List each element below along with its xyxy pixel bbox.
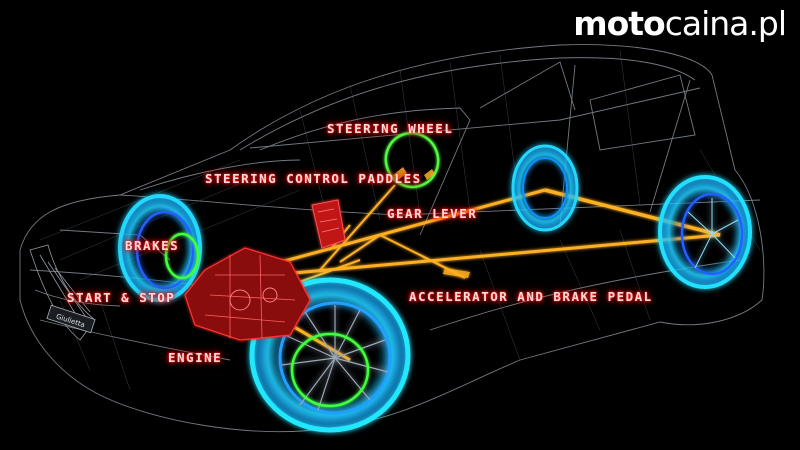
label-steering-wheel: STEERING WHEEL bbox=[327, 121, 454, 136]
label-steering-control-paddles: STEERING CONTROL PADDLES bbox=[205, 171, 422, 186]
label-engine: ENGINE bbox=[168, 350, 223, 365]
gear-lever-unit bbox=[311, 199, 346, 249]
brand-logo-part1: moto bbox=[573, 4, 666, 43]
front-left-brake-ring bbox=[164, 232, 200, 280]
rear-left-wheel bbox=[511, 144, 579, 232]
label-accelerator-brake-pedal: ACCELERATOR AND BRAKE PEDAL bbox=[409, 289, 653, 304]
pedal-shapes bbox=[443, 268, 470, 278]
paddle-shapes bbox=[393, 167, 435, 181]
front-left-wheel bbox=[118, 194, 202, 302]
brand-logo-part2: caina.pl bbox=[664, 4, 787, 43]
brand-logo: motocaina.pl bbox=[573, 2, 787, 46]
label-gear-lever: GEAR LEVER bbox=[387, 206, 478, 221]
label-start-stop: START & STOP bbox=[67, 290, 176, 305]
rear-right-wheel bbox=[658, 175, 752, 289]
engine-block bbox=[184, 247, 311, 341]
front-right-brake-ring bbox=[290, 332, 370, 408]
label-brakes: BRAKES bbox=[125, 238, 180, 253]
steering-wheel-ring bbox=[384, 131, 440, 189]
